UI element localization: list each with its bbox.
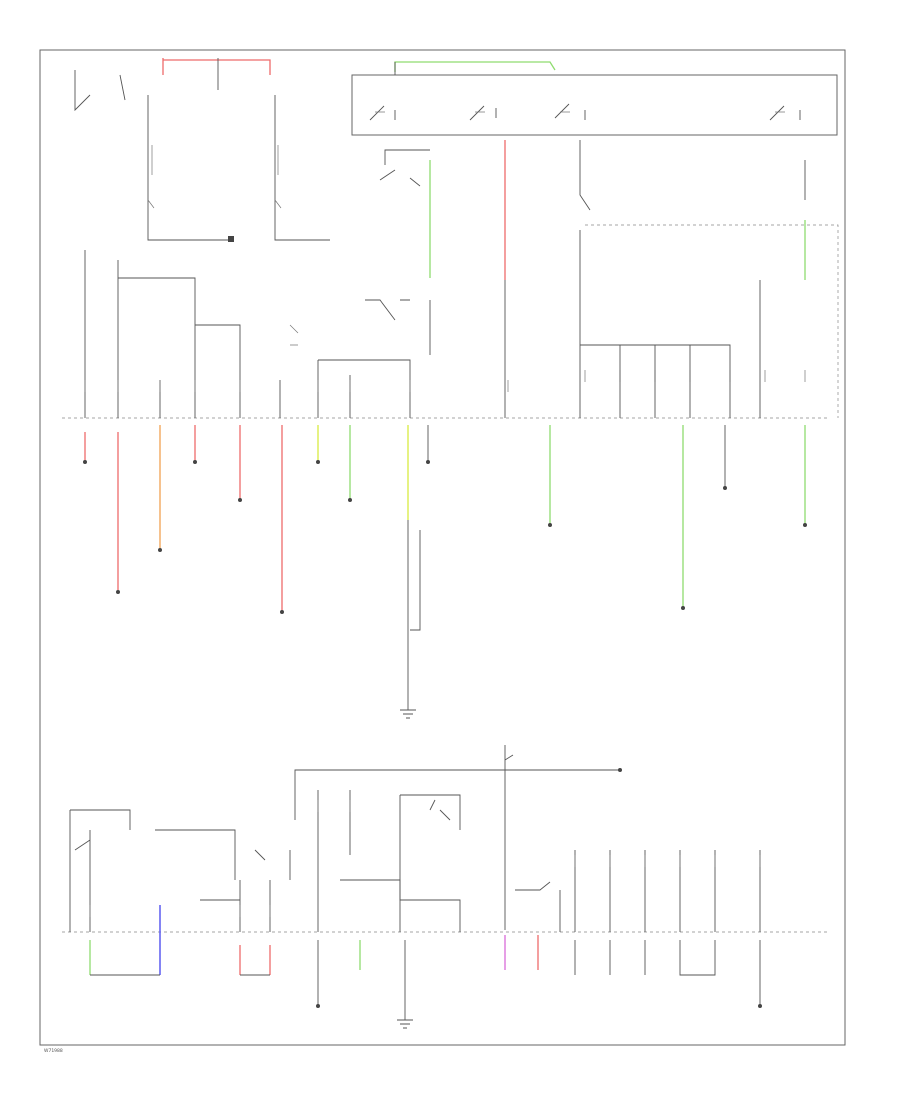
wire-lower-bus [294, 769, 620, 820]
green-wire-top [394, 61, 556, 72]
wire-center-top [384, 149, 430, 165]
fuse-ipdm [147, 145, 282, 209]
ground-symbol-bottom [397, 1019, 413, 1029]
fuse-row-lower [89, 800, 761, 917]
drop-dots-mid [83, 460, 807, 614]
relay-switch-center [379, 169, 421, 187]
drop-wire-center [410, 425, 429, 631]
wire-ipdm-left [147, 95, 230, 241]
switch-lower-right [515, 881, 561, 932]
relay-module-box [351, 74, 838, 136]
red-wire-top-left [162, 58, 271, 75]
page-ref-label: W71988 [44, 1048, 63, 1054]
ground-symbol-mid [400, 709, 416, 719]
wire-far-right [759, 160, 806, 418]
wire-battery [119, 74, 126, 101]
wire-bus-right [580, 344, 731, 418]
wire-lower-feeds [317, 790, 401, 932]
wire-ecm-relay [579, 140, 591, 418]
wire-lower-drops-right [574, 940, 761, 1005]
ground-terminal [228, 236, 234, 242]
dashed-wire-right [585, 224, 839, 418]
wire-feed-c [118, 277, 241, 418]
wire-fl-1 [74, 70, 91, 112]
relay-center [365, 299, 431, 355]
wire-lower-trunk [504, 745, 514, 930]
relay-lower-left [69, 809, 131, 932]
fuse-row-mid [84, 370, 806, 392]
wire-ipdm-right [274, 95, 330, 241]
wire-lower-mid [200, 850, 461, 932]
wire-lower-left [155, 829, 271, 932]
fuse-center [289, 324, 299, 346]
wire-feed-d [159, 380, 281, 418]
drop-dots-lower [316, 768, 762, 1008]
wire-feed-e [317, 359, 411, 418]
wire-lower-joins [90, 940, 406, 1020]
relay-lower [400, 794, 461, 830]
wire-lower-right [574, 850, 761, 932]
diagram-border [39, 49, 846, 1046]
relay-module-switches [369, 103, 801, 121]
